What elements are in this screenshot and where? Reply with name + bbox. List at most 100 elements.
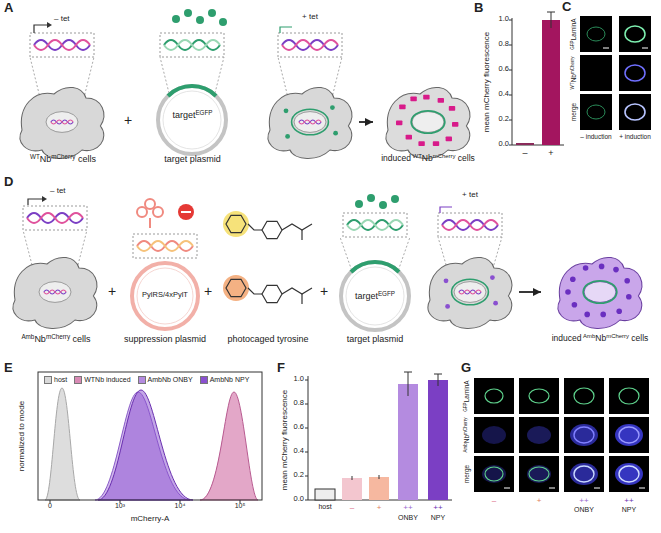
column-label: NPY	[622, 506, 636, 514]
illustration-part	[547, 12, 555, 13]
illustration-part	[615, 424, 643, 446]
tick-label: 0.0	[499, 140, 509, 149]
condition-label: – tet	[50, 186, 66, 195]
illustration-part	[438, 374, 439, 386]
text-run: mean mCherry fluorescence	[280, 390, 289, 490]
text-run: mCherry	[46, 333, 70, 340]
text-run: – induction	[580, 133, 611, 140]
illustration-part	[615, 463, 643, 485]
text-run: mCherry	[433, 153, 456, 159]
text-run: EGFP	[378, 290, 395, 297]
illustration-part	[411, 111, 445, 133]
illustration-part	[527, 426, 551, 444]
illustration-part	[149, 218, 151, 228]
axis-category: ONBY	[398, 514, 418, 522]
illustration-part	[278, 33, 342, 57]
row-label: GFPLaminA	[463, 380, 470, 411]
illustration-part	[219, 18, 227, 26]
text-run: Nb	[422, 153, 433, 163]
node-text-line: targetEGFP	[125, 110, 260, 120]
illustration-part	[305, 428, 308, 429]
illustration-part	[196, 16, 204, 24]
figure-node: AmbNbmCherrycells	[5, 236, 107, 352]
text-run: NPY	[431, 514, 445, 521]
illustration-part	[558, 257, 642, 328]
process-arrow	[359, 121, 373, 123]
text-run: 1.0	[499, 14, 509, 23]
illustration-part	[574, 427, 594, 443]
text-run: LaminA	[463, 380, 470, 402]
node-text-line: targetEGFP	[313, 291, 437, 301]
text-run: 0.2	[499, 114, 509, 123]
illustration-part	[446, 136, 452, 141]
text-run: 10⁵	[235, 502, 246, 509]
bar-chart-b	[509, 12, 564, 145]
text-run: ++	[433, 503, 442, 512]
illustration-part	[542, 20, 560, 145]
panel-letter: A	[4, 1, 13, 16]
text-run: GFP	[463, 402, 468, 411]
illustration-part	[172, 15, 180, 23]
text-run: 0.4	[499, 89, 509, 98]
illustration-part	[440, 207, 452, 213]
text-run: GFP	[570, 40, 575, 49]
text-run: cells	[458, 153, 475, 163]
text-run: cells	[73, 334, 91, 344]
illustration-part	[404, 372, 412, 373]
illustration-part	[137, 199, 163, 228]
illustration-part	[315, 489, 335, 500]
illustration-part	[594, 488, 600, 489]
panel-letter: F	[277, 361, 285, 376]
illustration-part	[386, 87, 470, 158]
illustration-part	[396, 120, 402, 125]
illustration-part	[133, 234, 197, 258]
illustration-part	[516, 143, 534, 145]
illustration-part	[564, 378, 604, 414]
tick-label: 0.4	[499, 90, 509, 99]
tick-label: 10⁵	[235, 502, 246, 510]
illustration-part	[23, 206, 87, 230]
illustration-part	[474, 456, 514, 492]
illustration-part	[570, 276, 576, 282]
text-run: + tet	[462, 190, 478, 199]
illustration-part	[444, 278, 449, 283]
text-run: D	[4, 174, 13, 189]
legend-item: AmbNb ONBY	[138, 376, 193, 384]
illustration-part	[433, 141, 439, 146]
illustration-part	[158, 86, 226, 154]
text-run: normalized to mode	[17, 401, 26, 471]
text-run: +	[320, 283, 328, 299]
text-run: PylRS/4xPylT	[142, 290, 188, 299]
tick-label: 0	[48, 502, 52, 510]
illustration-part	[519, 456, 559, 492]
bar-chart-f	[305, 372, 452, 500]
illustration-part	[160, 33, 224, 57]
illustration-part	[278, 33, 342, 57]
plus-sign: +	[108, 283, 116, 299]
illustration-part	[512, 18, 513, 145]
illustration-part	[308, 376, 309, 500]
illustration-part	[482, 465, 506, 483]
text-run: target	[172, 110, 195, 120]
text-run: Nb	[40, 154, 52, 164]
illustration-part	[305, 452, 308, 453]
legend-text: WTNb induced	[84, 376, 130, 384]
illustration-part	[330, 105, 335, 110]
text-run: merge	[570, 103, 577, 121]
illustration-part	[519, 417, 559, 453]
illustration-part	[570, 424, 598, 446]
illustration-part	[284, 108, 289, 113]
node-text-line: PylRS/4xPylT	[100, 291, 230, 300]
text-run: B	[474, 0, 483, 15]
row-label: merge	[463, 465, 470, 483]
text-run: ++	[579, 496, 588, 505]
illustration-part	[397, 237, 410, 274]
text-run: F	[277, 360, 285, 375]
illustration-part	[438, 213, 502, 237]
figure-node: + tet	[422, 190, 518, 352]
text-run: Nb	[595, 333, 606, 343]
illustration-part	[529, 467, 549, 481]
illustration-part	[509, 70, 512, 71]
figure-node: inducedWTNbmCherrycells	[374, 60, 482, 170]
